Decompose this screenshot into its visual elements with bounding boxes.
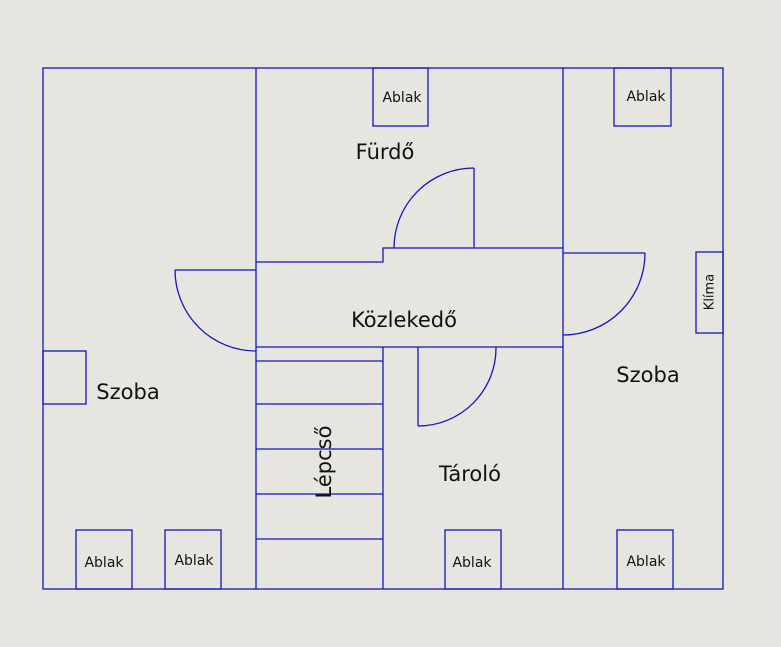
wall-cabinet-left (42, 350, 87, 405)
ac-unit (695, 251, 724, 334)
door-right-room (562, 252, 646, 336)
door-swing (393, 167, 475, 249)
wall-corridor-top (256, 247, 563, 263)
window-label: Ablak (382, 90, 422, 106)
door-swing (562, 252, 646, 336)
window-label: Ablak (452, 555, 492, 571)
room-label-storage: Tároló (438, 462, 501, 486)
door-swing (174, 269, 257, 352)
window-label: Ablak (174, 553, 214, 569)
door-bathroom (393, 167, 475, 249)
window-label: Ablak (626, 554, 666, 570)
room-label-bathroom: Fürdő (356, 140, 415, 164)
window-left-bottom-1 (75, 529, 133, 590)
ac-label: Klíma (703, 274, 718, 310)
door-swing (417, 346, 497, 427)
window-bathroom-top (372, 67, 429, 127)
room-label-corridor: Közlekedő (351, 308, 457, 332)
door-storage (417, 346, 497, 427)
window-left-bottom-2 (164, 529, 222, 590)
window-storage-bottom (444, 529, 502, 590)
door-left-room (174, 269, 257, 352)
room-label-left-room: Szoba (96, 380, 159, 404)
window-right-bottom (616, 529, 674, 590)
window-label: Ablak (626, 89, 666, 105)
room-label-stairs: Lépcső (312, 426, 336, 499)
window-label: Ablak (84, 555, 124, 571)
room-label-right-room: Szoba (616, 363, 679, 387)
window-right-top (613, 67, 672, 127)
staircase (256, 360, 383, 540)
